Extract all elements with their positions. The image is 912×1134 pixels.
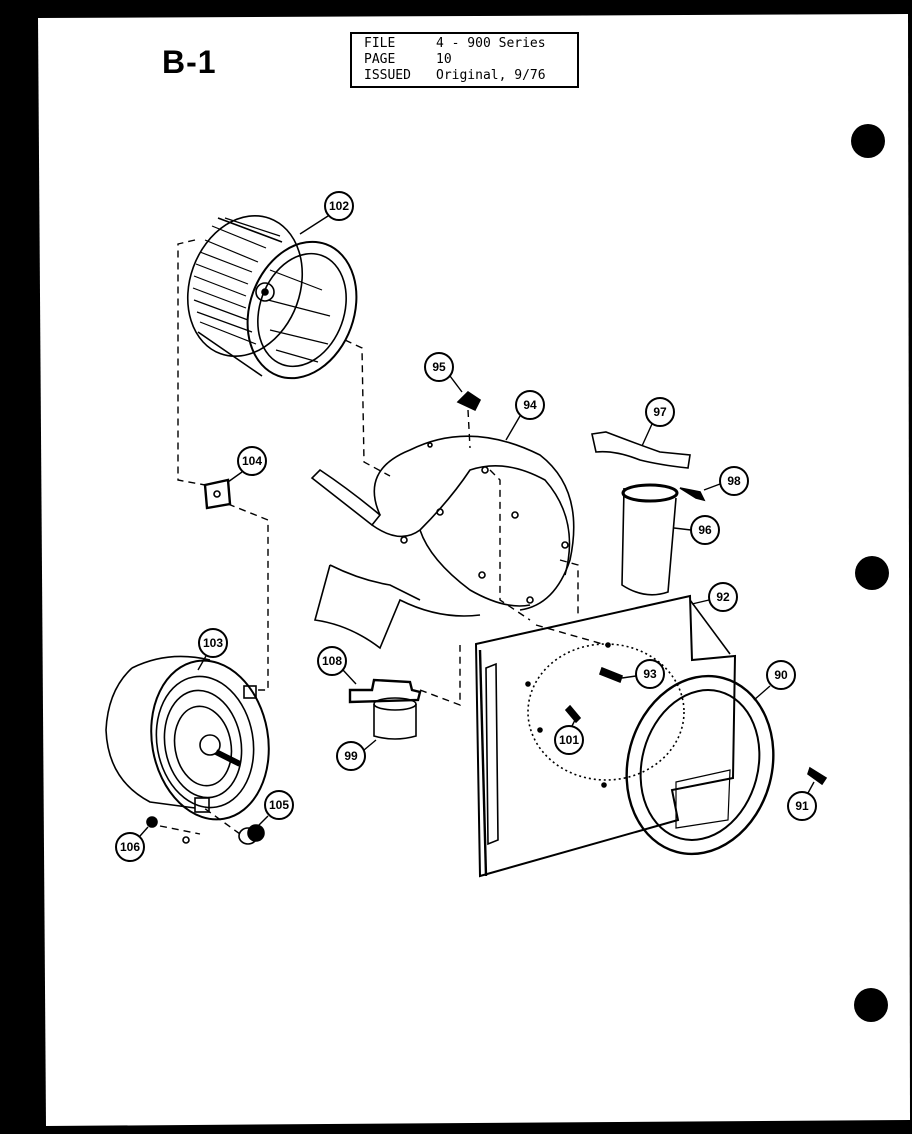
- grommet-part: [238, 824, 265, 845]
- callout-motor: 103: [197, 628, 228, 671]
- file-info-box: FILE 4 - 900 Series PAGE 10 ISSUED Original…: [350, 32, 579, 88]
- callout-front-panel: 92: [691, 582, 738, 612]
- callout-small-bracket: 108: [317, 646, 357, 685]
- capacitor-strap-part: [591, 431, 691, 469]
- file-info-row: ISSUED Original, 9/76: [364, 68, 577, 84]
- svg-text:94: 94: [523, 398, 537, 412]
- callout-capacitor: 96: [673, 515, 720, 545]
- assembly-lines: [159, 239, 607, 835]
- svg-text:108: 108: [322, 654, 342, 668]
- file-info-key: FILE: [364, 36, 396, 51]
- capacitor-part: [621, 483, 679, 596]
- file-info-value: 10: [436, 52, 452, 67]
- binder-hole: [851, 124, 885, 158]
- file-info-row: FILE 4 - 900 Series: [364, 36, 577, 52]
- file-info-value: 4 - 900 Series: [436, 36, 546, 51]
- callout-ring-screw: 91: [787, 781, 817, 821]
- callout-grommet: 105: [257, 790, 294, 827]
- svg-text:99: 99: [344, 749, 358, 763]
- svg-text:96: 96: [698, 523, 712, 537]
- mounting-bracket-part: [203, 478, 232, 510]
- svg-text:101: 101: [559, 733, 579, 747]
- callout-motor-nut: 106: [115, 826, 149, 862]
- paper-sheet: [38, 14, 910, 1126]
- strap-screw-part: [679, 487, 706, 502]
- small-bracket-part: [348, 678, 422, 704]
- callout-clip: 95: [424, 352, 463, 393]
- file-info-key: PAGE: [364, 52, 396, 67]
- file-info-row: PAGE 10: [364, 52, 577, 68]
- motor-part: [105, 655, 270, 821]
- svg-text:104: 104: [242, 454, 262, 468]
- callout-small-capacitor: 99: [336, 739, 377, 771]
- callout-bushing: 101: [554, 719, 584, 755]
- callout-blower-wheel: 102: [299, 191, 354, 235]
- binder-hole: [855, 556, 889, 590]
- svg-text:90: 90: [774, 668, 788, 682]
- callout-mounting-bracket: 104: [227, 446, 267, 483]
- file-info-value: Original, 9/76: [436, 68, 546, 83]
- orifice-ring-part: [625, 674, 775, 856]
- callout-strap-screw: 98: [703, 466, 749, 496]
- blower-wheel-part: [186, 214, 358, 380]
- blower-housing-part: [310, 435, 575, 650]
- bushing-part: [564, 704, 582, 724]
- svg-text:102: 102: [329, 199, 349, 213]
- ring-screw-part: [807, 766, 828, 786]
- clip-part: [456, 390, 482, 412]
- file-info-key: ISSUED: [364, 68, 411, 83]
- svg-text:93: 93: [643, 667, 657, 681]
- callout-capacitor-strap: 97: [641, 397, 675, 447]
- binder-hole: [854, 988, 888, 1022]
- svg-text:95: 95: [432, 360, 446, 374]
- motor-nut-part: [146, 816, 158, 828]
- svg-text:98: 98: [727, 474, 741, 488]
- callout-blower-housing: 94: [505, 390, 545, 441]
- front-panel-part: [474, 594, 737, 878]
- callout-orifice-ring: 90: [753, 660, 796, 701]
- svg-text:97: 97: [653, 405, 667, 419]
- svg-text:91: 91: [795, 799, 809, 813]
- svg-text:105: 105: [269, 798, 289, 812]
- svg-text:103: 103: [203, 636, 223, 650]
- panel-screw-part: [599, 666, 623, 684]
- svg-text:92: 92: [716, 590, 730, 604]
- callout-panel-screw: 93: [621, 659, 665, 689]
- small-capacitor-part: [373, 697, 417, 740]
- svg-text:106: 106: [120, 840, 140, 854]
- page-label: B-1: [162, 44, 217, 80]
